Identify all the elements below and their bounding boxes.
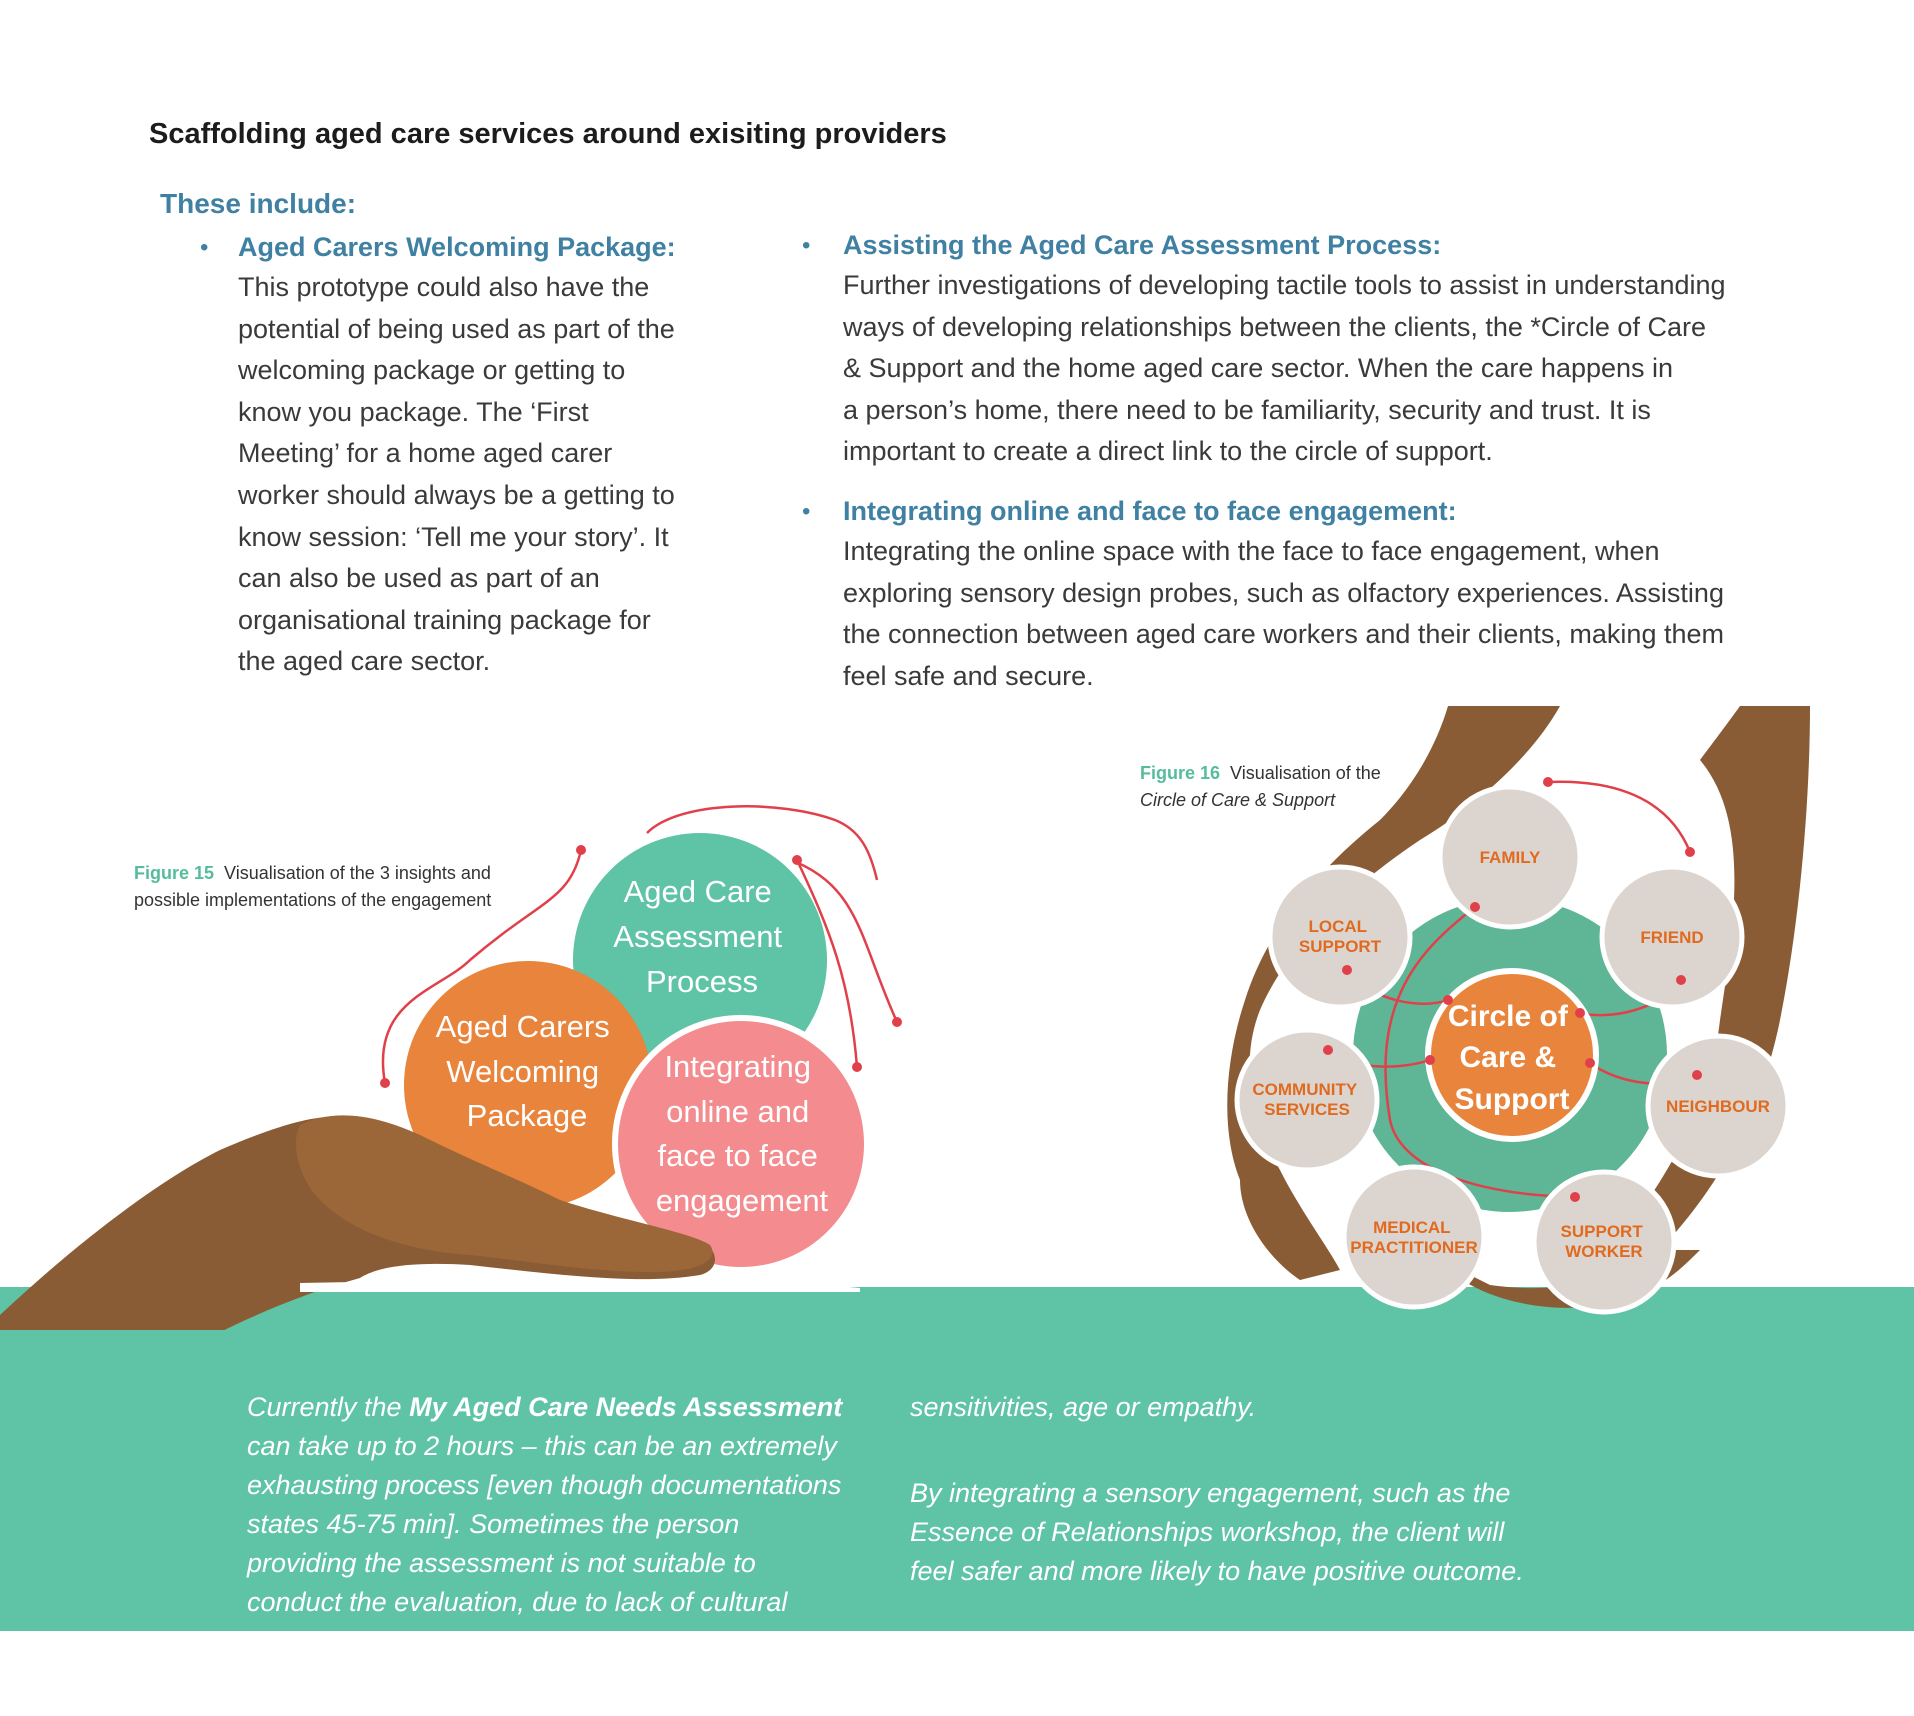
thumb-shape [296,1115,713,1272]
hand-edge [300,1281,860,1292]
connector-dot [892,1017,902,1027]
circle-online-engagement [612,1015,870,1273]
connector-dot [1342,965,1352,975]
bullet-dot-icon: • [802,498,811,525]
bullet-heading: Integrating online and face to face enga… [843,496,1457,526]
bottom-col1-emphasis: My Aged Care Needs Assessment [409,1392,843,1422]
node-label: NEIGHBOUR [1666,1097,1770,1116]
connector-dot [1676,975,1686,985]
connector-line [1384,906,1576,1199]
center-label: Circle of Care & Support [1448,1000,1576,1116]
bullet-body: This prototype could also have the poten… [238,272,675,677]
node-label: FAMILY [1480,848,1541,867]
node-circle [1267,864,1413,1010]
connector-line [646,805,879,881]
medical-practitioner-node: MEDICAL PRACTITIONER [1341,1164,1487,1310]
node-label: MEDICAL PRACTITIONER [1350,1218,1478,1257]
connector-dot [380,1078,390,1088]
connector-dot [1470,902,1480,912]
bullet-dot-icon: • [200,234,209,261]
bottom-col2-p2: By integrating a sensory engagement, suc… [910,1478,1524,1586]
connector-dot [792,855,802,865]
connector-dot [1570,1192,1580,1202]
connector-line [795,860,899,1023]
connector-dot [1443,995,1453,1005]
connector-line [795,859,859,1068]
connector-dot [1323,1045,1333,1055]
community-services-node: COMMUNITY SERVICES [1234,1027,1380,1173]
right-hand-shape [1610,706,1810,1260]
bullet-body: Integrating the online space with the fa… [843,536,1724,691]
neighbour-node: NEIGHBOUR [1645,1033,1791,1179]
label-welcoming-package: Aged Carers Welcoming Package [436,1009,619,1133]
bottom-col1-body: can take up to 2 hours – this can be an … [247,1431,842,1617]
center-circle [1425,968,1599,1142]
figure16-connector-dots [1323,777,1702,1202]
connector-dot [852,1062,862,1072]
connector-dot [1575,1008,1585,1018]
bottom-col2-p3: For example, two of the participants of … [910,1642,1413,1672]
bullet-dot-icon: • [802,232,811,259]
connector-dot [576,845,586,855]
connector-line [1547,780,1692,853]
connector-dot [1425,1055,1435,1065]
circle-welcoming-package [404,961,652,1209]
connector-line [381,849,583,1084]
connector-dot [1543,777,1553,787]
figure15-caption: Figure 15 Visualisation of the 3 insight… [134,860,491,914]
friend-node: FRIEND [1599,864,1745,1010]
node-circle [1645,1033,1791,1179]
figure15-label: Figure 15 [134,863,215,883]
page-title: Scaffolding aged care services around ex… [149,118,947,150]
figure15-diagram: Aged Care Assessment Process Aged Carers… [0,805,902,1330]
bullet-body: Further investigations of developing tac… [843,270,1726,467]
connector-dot [1692,1070,1702,1080]
figure16-caption-line1: Visualisation of the [1230,763,1381,783]
connector-dot [1585,1058,1595,1068]
figure16-diagram: FAMILY FRIEND NEIGHBOUR SUPPORT WORKER M… [1227,706,1810,1315]
node-label: LOCAL SUPPORT [1299,917,1382,956]
bullet-heading: Assisting the Aged Care Assessment Proce… [843,230,1442,260]
figure16-caption: Figure 16 Visualisation of the Circle of… [1140,760,1381,814]
node-circle [1531,1169,1677,1315]
local-support-node: LOCAL SUPPORT [1267,864,1413,1010]
bottom-column-2: sensitivities, age or empathy. By integr… [910,1349,1610,1716]
left-hand-shape [1227,706,1560,1280]
node-circle [1341,1164,1487,1310]
bottom-column-1: Currently the My Aged Care Needs Assessm… [247,1349,887,1661]
bottom-col2-p1: sensitivities, age or empathy. [910,1392,1257,1422]
support-worker-node: SUPPORT WORKER [1531,1169,1677,1315]
node-circle [1234,1027,1380,1173]
node-label: FRIEND [1640,928,1703,947]
node-circle [1599,864,1745,1010]
figure16-label: Figure 16 [1140,763,1221,783]
node-circle [1437,784,1583,930]
bullet-heading: Aged Carers Welcoming Package: [238,232,676,262]
family-node: FAMILY [1437,784,1583,930]
figure15-caption-line2: possible implementations of the engageme… [134,890,492,910]
bottom-col1-prefix: Currently the [247,1392,410,1422]
bottom-band [0,1287,1914,1631]
node-label: SUPPORT WORKER [1561,1222,1648,1261]
figure15-connectors [381,805,899,1084]
label-aged-care-assessment: Aged Care Assessment Process [613,874,790,999]
figure16-caption-line2: Circle of Care & Support [1140,790,1336,810]
connector-dot [1685,847,1695,857]
figure15-caption-line1: Visualisation of the 3 insights and [224,863,491,883]
intro-heading: These include: [160,188,357,219]
label-online-engagement: Integrating online and face to face enga… [656,1049,829,1218]
node-label: COMMUNITY SERVICES [1252,1080,1361,1119]
